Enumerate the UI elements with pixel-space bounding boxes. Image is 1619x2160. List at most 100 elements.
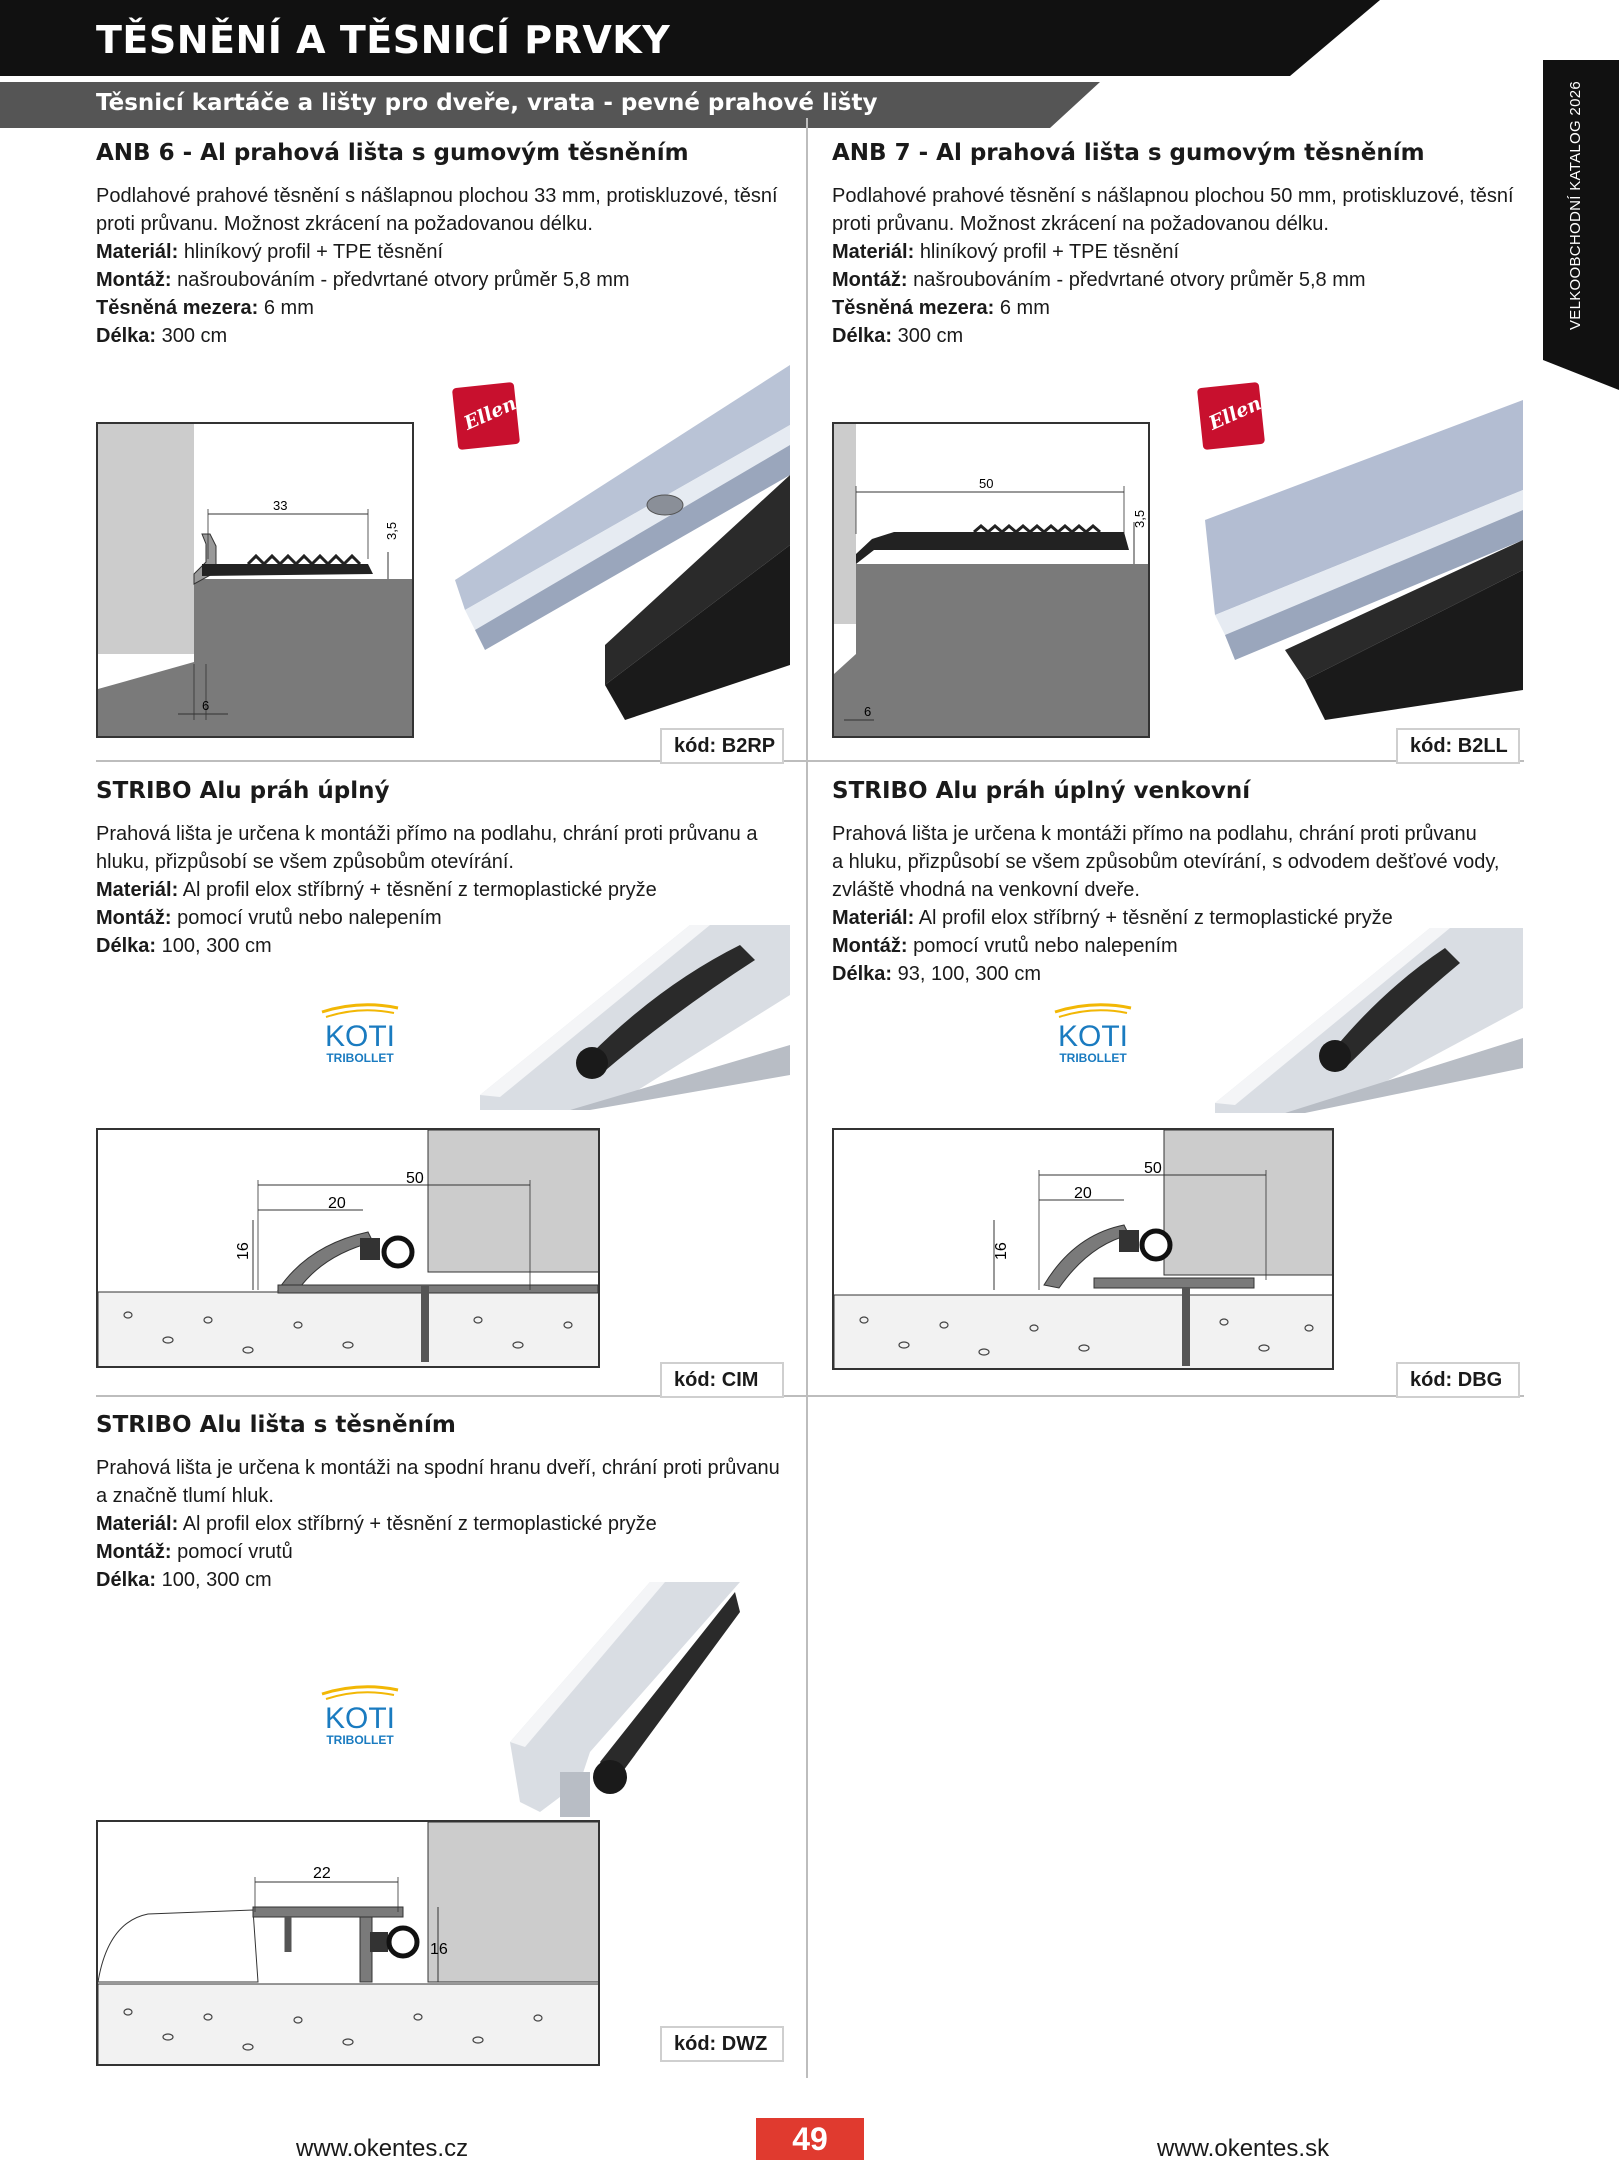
product-anb6: ANB 6 - Al prahová lišta s gumovým těsně…	[96, 140, 778, 350]
spec-value: pomocí vrutů	[177, 1541, 293, 1563]
page-number: 49	[756, 2118, 864, 2160]
spec-value: hliníkový profil + TPE těsnění	[919, 241, 1180, 263]
brand-subtext: TRIBOLLET	[326, 1051, 394, 1065]
dim-gap-label: 6	[202, 698, 209, 713]
anb6-cross-section-diagram: 33 3,5 6	[96, 422, 414, 738]
product-description: Prahová lišta je určena k montáži přímo …	[832, 820, 1499, 988]
spec-label: Těsněná mezera:	[832, 297, 995, 319]
spec-label: Délka:	[96, 325, 157, 347]
product-code: kód: B2RP	[660, 728, 784, 764]
product-code: kód: DBG	[1396, 1362, 1520, 1398]
product-anb7: ANB 7 - Al prahová lišta s gumovým těsně…	[832, 140, 1514, 350]
header-bar	[0, 0, 1380, 76]
spec-label: Materiál:	[96, 241, 179, 263]
spec-label: Délka:	[96, 935, 157, 957]
product-title: STRIBO Alu práh úplný venkovní	[832, 778, 1251, 804]
product-title: STRIBO Alu práh úplný	[96, 778, 390, 804]
product-description: Prahová lišta je určena k montáži přímo …	[96, 820, 757, 960]
brand-subtext: TRIBOLLET	[326, 1733, 394, 1747]
product-description: Prahová lišta je určena k montáži na spo…	[96, 1454, 780, 1594]
dim-total-label: 50	[406, 1170, 424, 1187]
desc-line: a hluku, přizpůsobí se všem způsobům ote…	[832, 851, 1500, 873]
spec-label: Materiál:	[96, 1513, 179, 1535]
spec-label: Materiál:	[832, 241, 915, 263]
spec-value: 300 cm	[161, 325, 228, 347]
koti-tribollet-logo: KOTI TRIBOLLET	[1054, 1003, 1132, 1065]
spec-label: Montáž:	[96, 907, 172, 929]
spec-value: Al profil elox stříbrný + těsnění z term…	[918, 907, 1393, 929]
spec-label: Délka:	[96, 1569, 157, 1591]
desc-line: hluku, přizpůsobí se všem způsobům oteví…	[96, 851, 514, 873]
catalog-label: VELKOOBCHODNÍ KATALOG 2026	[1567, 81, 1584, 330]
spec-label: Materiál:	[832, 907, 915, 929]
footer-link-sk[interactable]: www.okentes.sk	[1157, 2135, 1330, 2160]
desc-line: Podlahové prahové těsnění s nášlapnou pl…	[96, 185, 778, 207]
brand-text: KOTI	[1058, 1020, 1128, 1053]
brand-text: KOTI	[325, 1702, 395, 1735]
brand-subtext: TRIBOLLET	[1059, 1051, 1127, 1065]
spec-label: Délka:	[832, 963, 893, 985]
spec-label: Montáž:	[96, 269, 172, 291]
desc-line: zvláště vhodná na venkovní dveře.	[832, 879, 1140, 901]
dwz-cross-section-diagram: 22 16	[96, 1820, 600, 2066]
anb6-product-photo	[455, 365, 790, 720]
dim-total-label: 50	[1144, 1160, 1162, 1177]
dbg-cross-section-diagram: 50 20 16	[832, 1128, 1334, 1370]
dim-height-label: 16	[235, 1242, 252, 1260]
spec-value: 6 mm	[999, 297, 1050, 319]
page-subtitle: Těsnicí kartáče a lišty pro dveře, vrata…	[96, 90, 878, 116]
spec-value: Al profil elox stříbrný + těsnění z term…	[182, 1513, 657, 1535]
spec-value: hliníkový profil + TPE těsnění	[183, 241, 444, 263]
spec-label: Montáž:	[832, 269, 908, 291]
dim-height-label: 16	[993, 1242, 1010, 1260]
desc-line: Podlahové prahové těsnění s nášlapnou pl…	[832, 185, 1514, 207]
product-cim: STRIBO Alu práh úplný Prahová lišta je u…	[96, 778, 757, 960]
koti-tribollet-logo: KOTI TRIBOLLET	[321, 1685, 399, 1747]
spec-value: našroubováním - předvrtané otvory průměr…	[913, 269, 1366, 291]
footer-link-cz[interactable]: www.okentes.cz	[296, 2135, 469, 2160]
dim-height-label: 3,5	[1132, 510, 1147, 528]
dim-inner-label: 20	[1074, 1185, 1092, 1202]
product-title: STRIBO Alu lišta s těsněním	[96, 1412, 456, 1438]
product-title: ANB 6 - Al prahová lišta s gumovým těsně…	[96, 140, 689, 166]
dim-width-label: 22	[313, 1865, 331, 1882]
spec-label: Montáž:	[96, 1541, 172, 1563]
dim-height-label: 16	[430, 1941, 448, 1958]
dim-gap-label: 6	[864, 704, 871, 719]
anb7-product-photo	[1205, 400, 1523, 720]
spec-value: 300 cm	[897, 325, 964, 347]
page-title: TĚSNĚNÍ A TĚSNICÍ PRVKY	[96, 18, 671, 62]
subheader-bar	[0, 82, 1100, 128]
spec-value: Al profil elox stříbrný + těsnění z term…	[182, 879, 657, 901]
row-divider	[96, 760, 1524, 762]
desc-line: a značně tlumí hluk.	[96, 1485, 274, 1507]
dbg-product-photo	[1215, 928, 1523, 1113]
dim-width-label: 33	[273, 498, 287, 513]
spec-label: Montáž:	[832, 935, 908, 957]
cim-cross-section-diagram: 50 20 16	[96, 1128, 600, 1368]
spec-label: Délka:	[832, 325, 893, 347]
desc-line: proti průvanu. Možnost zkrácení na požad…	[832, 213, 1329, 235]
spec-label: Materiál:	[96, 879, 179, 901]
product-dwz: STRIBO Alu lišta s těsněním Prahová lišt…	[96, 1412, 780, 1594]
product-description: Podlahové prahové těsnění s nášlapnou pl…	[96, 182, 778, 350]
desc-line: Prahová lišta je určena k montáži přímo …	[96, 823, 758, 845]
product-code: kód: B2LL	[1396, 728, 1520, 764]
spec-value: 100, 300 cm	[161, 935, 272, 957]
spec-label: Těsněná mezera:	[96, 297, 259, 319]
side-tab	[1543, 60, 1619, 390]
dim-height-label: 3,5	[384, 522, 399, 540]
product-code: kód: CIM	[660, 1362, 784, 1398]
spec-value: našroubováním - předvrtané otvory průměr…	[177, 269, 630, 291]
product-code: kód: DWZ	[660, 2026, 784, 2062]
spec-value: 93, 100, 300 cm	[897, 963, 1042, 985]
anb7-cross-section-diagram: 50 3,5 6	[832, 422, 1150, 738]
product-title: ANB 7 - Al prahová lišta s gumovým těsně…	[832, 140, 1425, 166]
row-divider	[96, 1395, 1524, 1397]
desc-line: proti průvanu. Možnost zkrácení na požad…	[96, 213, 593, 235]
dim-width-label: 50	[979, 476, 993, 491]
dim-inner-label: 20	[328, 1195, 346, 1212]
spec-value: 100, 300 cm	[161, 1569, 272, 1591]
cim-product-photo	[480, 925, 790, 1110]
column-divider	[806, 118, 808, 2078]
